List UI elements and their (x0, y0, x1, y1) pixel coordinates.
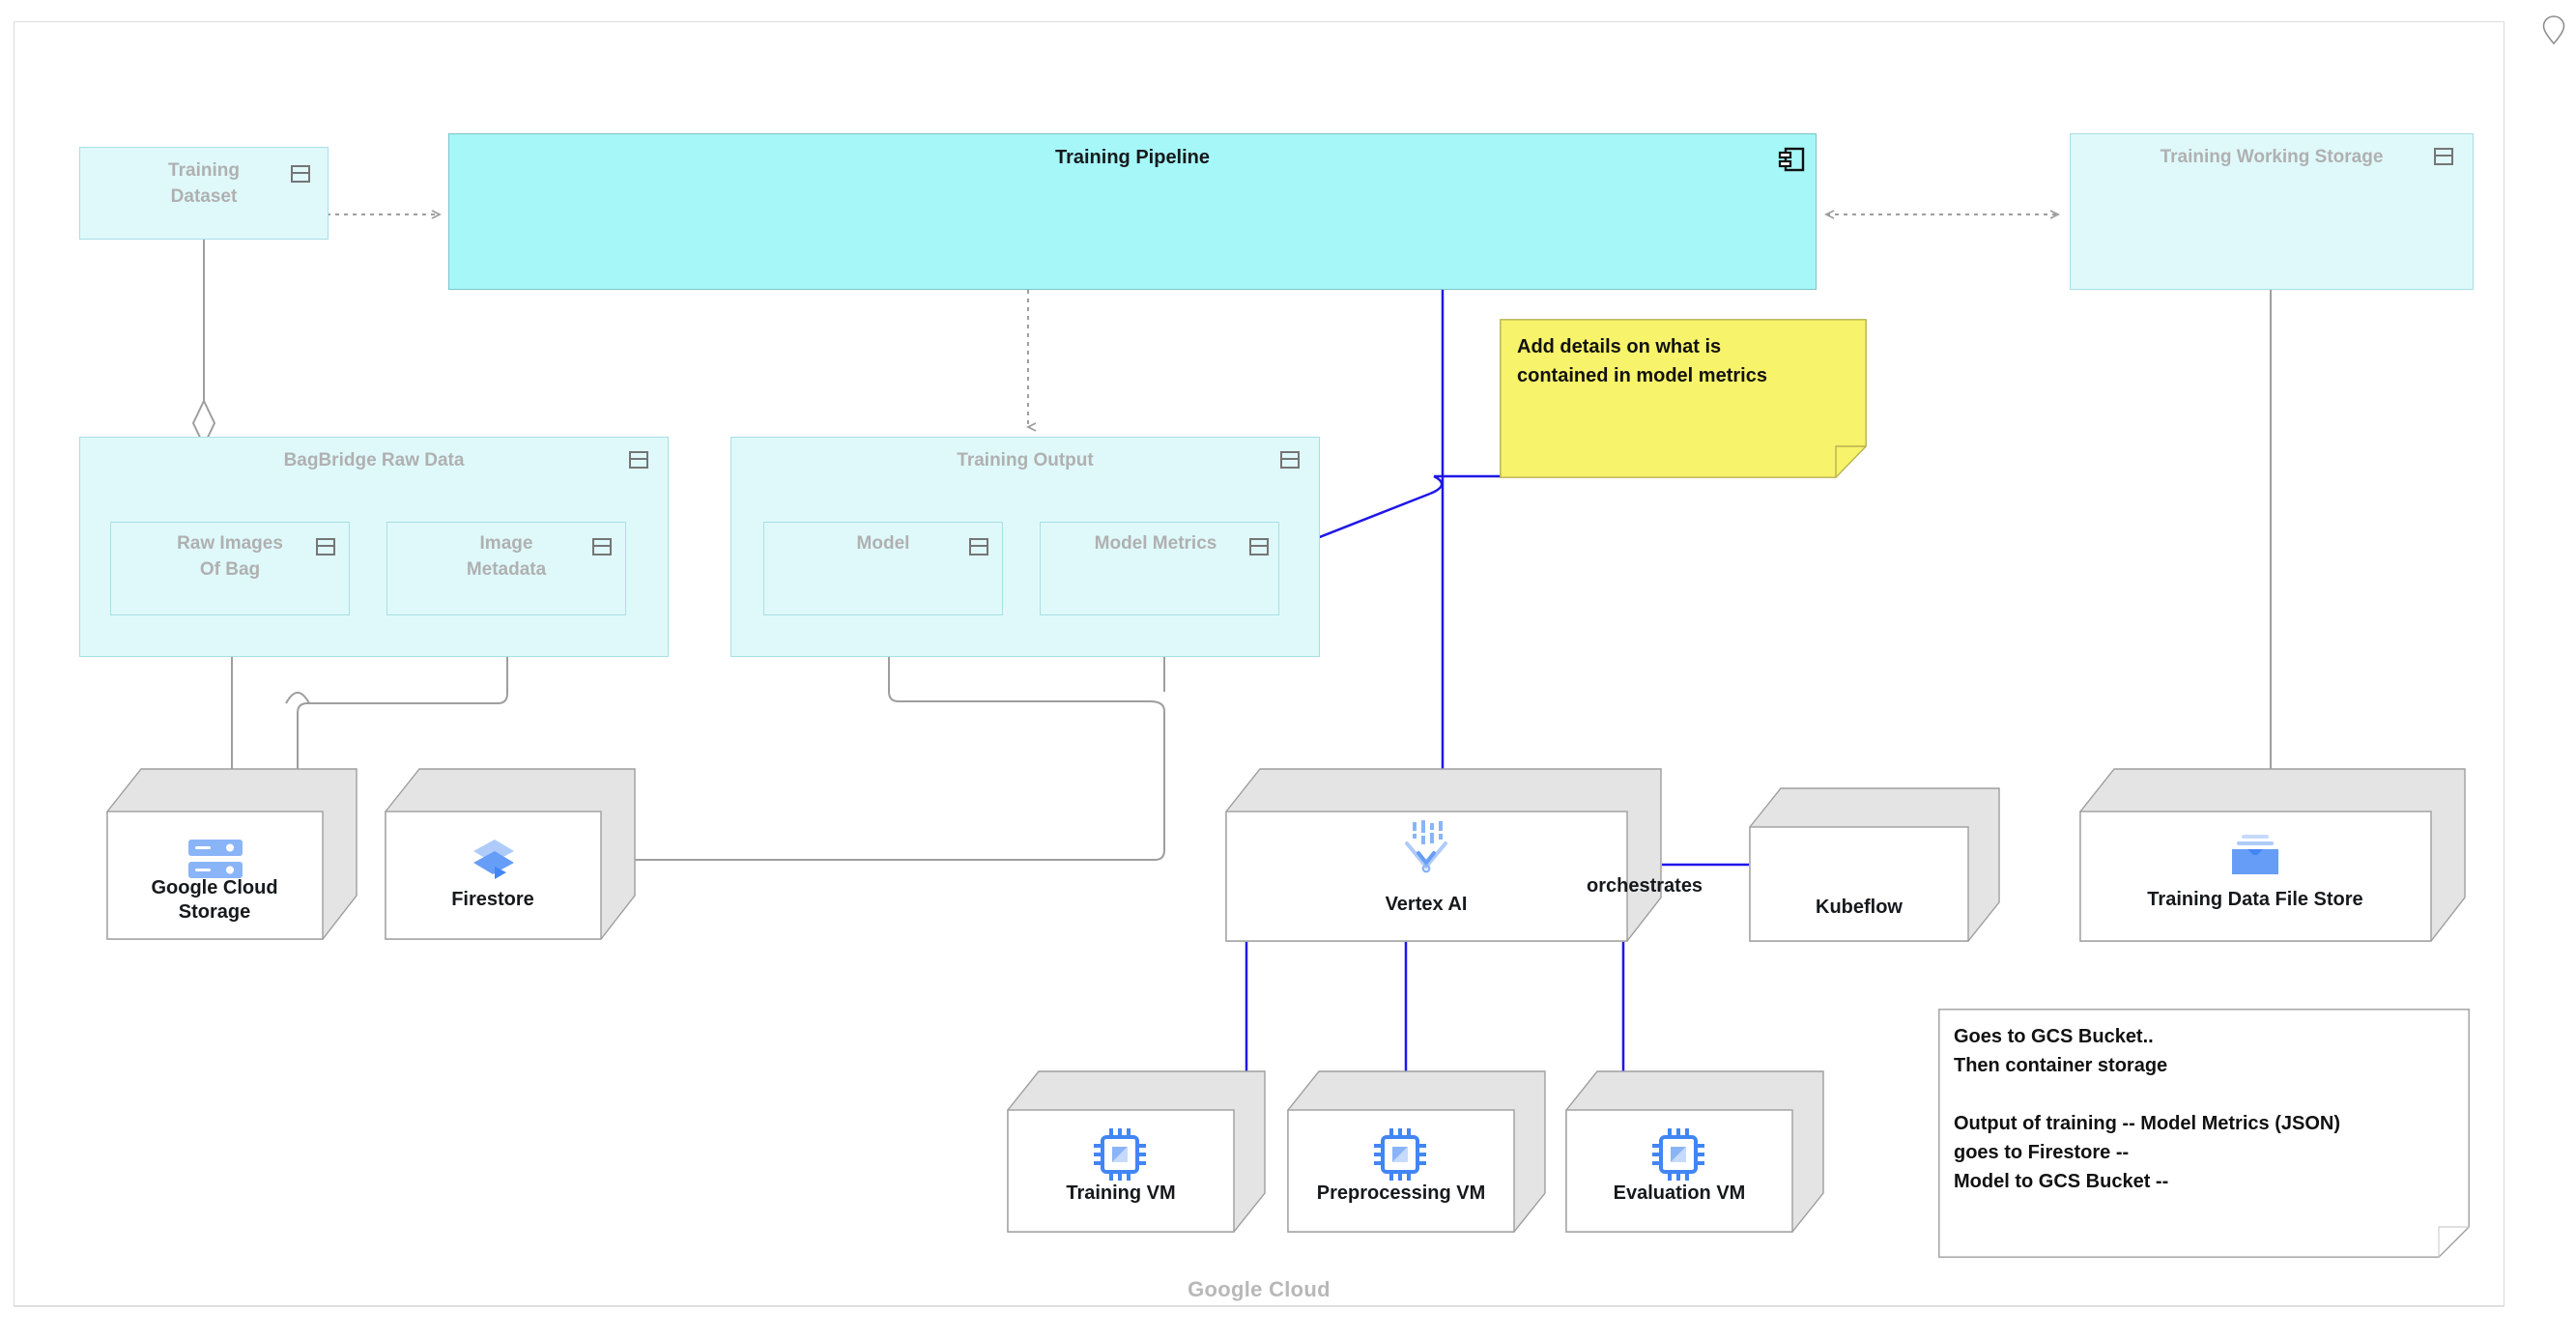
artifact-model-label: Model (856, 533, 910, 554)
edge-model-down (888, 647, 1150, 702)
vertex-ai-icon (1397, 818, 1455, 881)
location-pin-icon[interactable] (2539, 14, 2568, 46)
artifact-training-working-storage[interactable]: Training Working Storage (2070, 133, 2474, 290)
artifact-icon (1280, 451, 1300, 469)
node-training-vm-label: Training VM (1066, 1182, 1176, 1204)
node-google-cloud-storage-label: Google Cloud Storage (151, 877, 278, 923)
note-model-metrics-text: Add details on what is contained in mode… (1517, 336, 1767, 386)
node-kubeflow[interactable]: Kubeflow (1749, 787, 2000, 942)
node-training-data-file-store-label: Training Data File Store (2147, 889, 2363, 910)
artifact-model-metrics[interactable]: Model Metrics (1040, 522, 1279, 615)
wire-hop (285, 692, 310, 704)
node-preprocessing-vm-label: Preprocessing VM (1316, 1182, 1486, 1204)
node-evaluation-vm-label: Evaluation VM (1613, 1182, 1746, 1204)
node-google-cloud-storage[interactable]: Google Cloud Storage (106, 768, 358, 940)
artifact-training-working-storage-label: Training Working Storage (2160, 147, 2384, 167)
artifact-raw-images-of-bag-label: Raw Images Of Bag (177, 533, 283, 580)
node-training-vm[interactable]: Training VM (1007, 1070, 1266, 1233)
frame-bottom-divider (14, 1306, 2504, 1307)
component-icon (1777, 146, 1805, 172)
edge-model-to-storage-lane (618, 700, 1165, 861)
node-vertex-ai-label: Vertex AI (1385, 894, 1468, 915)
firestore-icon (466, 832, 522, 893)
node-training-data-file-store[interactable]: Training Data File Store (2079, 768, 2466, 942)
artifact-model-metrics-label: Model Metrics (1094, 533, 1217, 554)
artifact-icon (629, 451, 648, 469)
artifact-raw-images-of-bag[interactable]: Raw Images Of Bag (110, 522, 350, 615)
artifact-image-metadata[interactable]: Image Metadata (386, 522, 626, 615)
cpu-chip-icon (1372, 1126, 1428, 1187)
artifact-icon (1249, 538, 1269, 556)
edge-imagemetadata-to-firestore (297, 615, 508, 773)
cpu-chip-icon (1650, 1126, 1706, 1187)
node-preprocessing-vm[interactable]: Preprocessing VM (1287, 1070, 1546, 1233)
artifact-image-metadata-label: Image Metadata (466, 533, 547, 580)
edge-hop (1429, 474, 1444, 496)
node-firestore[interactable]: Firestore (385, 768, 636, 940)
cpu-chip-icon (1092, 1126, 1148, 1187)
artifact-icon (2434, 148, 2453, 165)
note-storage-flow[interactable]: Goes to GCS Bucket.. Then container stor… (1938, 1009, 2470, 1258)
artifact-icon (592, 538, 612, 556)
gcs-server-icon (186, 834, 245, 889)
node-firestore-label: Firestore (451, 889, 534, 910)
note-model-metrics[interactable]: Add details on what is contained in mode… (1500, 319, 1867, 478)
artifact-training-pipeline[interactable]: Training Pipeline (448, 133, 1817, 290)
artifact-training-dataset[interactable]: Training Dataset (79, 147, 329, 240)
artifact-training-pipeline-label: Training Pipeline (1054, 147, 1211, 168)
node-vertex-ai[interactable]: Vertex AI (1225, 768, 1662, 942)
artifact-bagbridge-raw-data-label: BagBridge Raw Data (283, 450, 465, 470)
artifact-icon (969, 538, 988, 556)
node-kubeflow-label: Kubeflow (1816, 897, 1903, 918)
filestore-icon (2224, 832, 2286, 885)
edge-label-orchestrates: orchestrates (1587, 875, 1703, 897)
boundary-label: Google Cloud (1188, 1277, 1331, 1301)
artifact-training-output-label: Training Output (957, 450, 1094, 470)
artifact-icon (291, 165, 310, 183)
node-evaluation-vm[interactable]: Evaluation VM (1565, 1070, 1824, 1233)
artifact-icon (316, 538, 335, 556)
artifact-model[interactable]: Model (763, 522, 1003, 615)
note-storage-flow-text: Goes to GCS Bucket.. Then container stor… (1954, 1026, 2340, 1192)
